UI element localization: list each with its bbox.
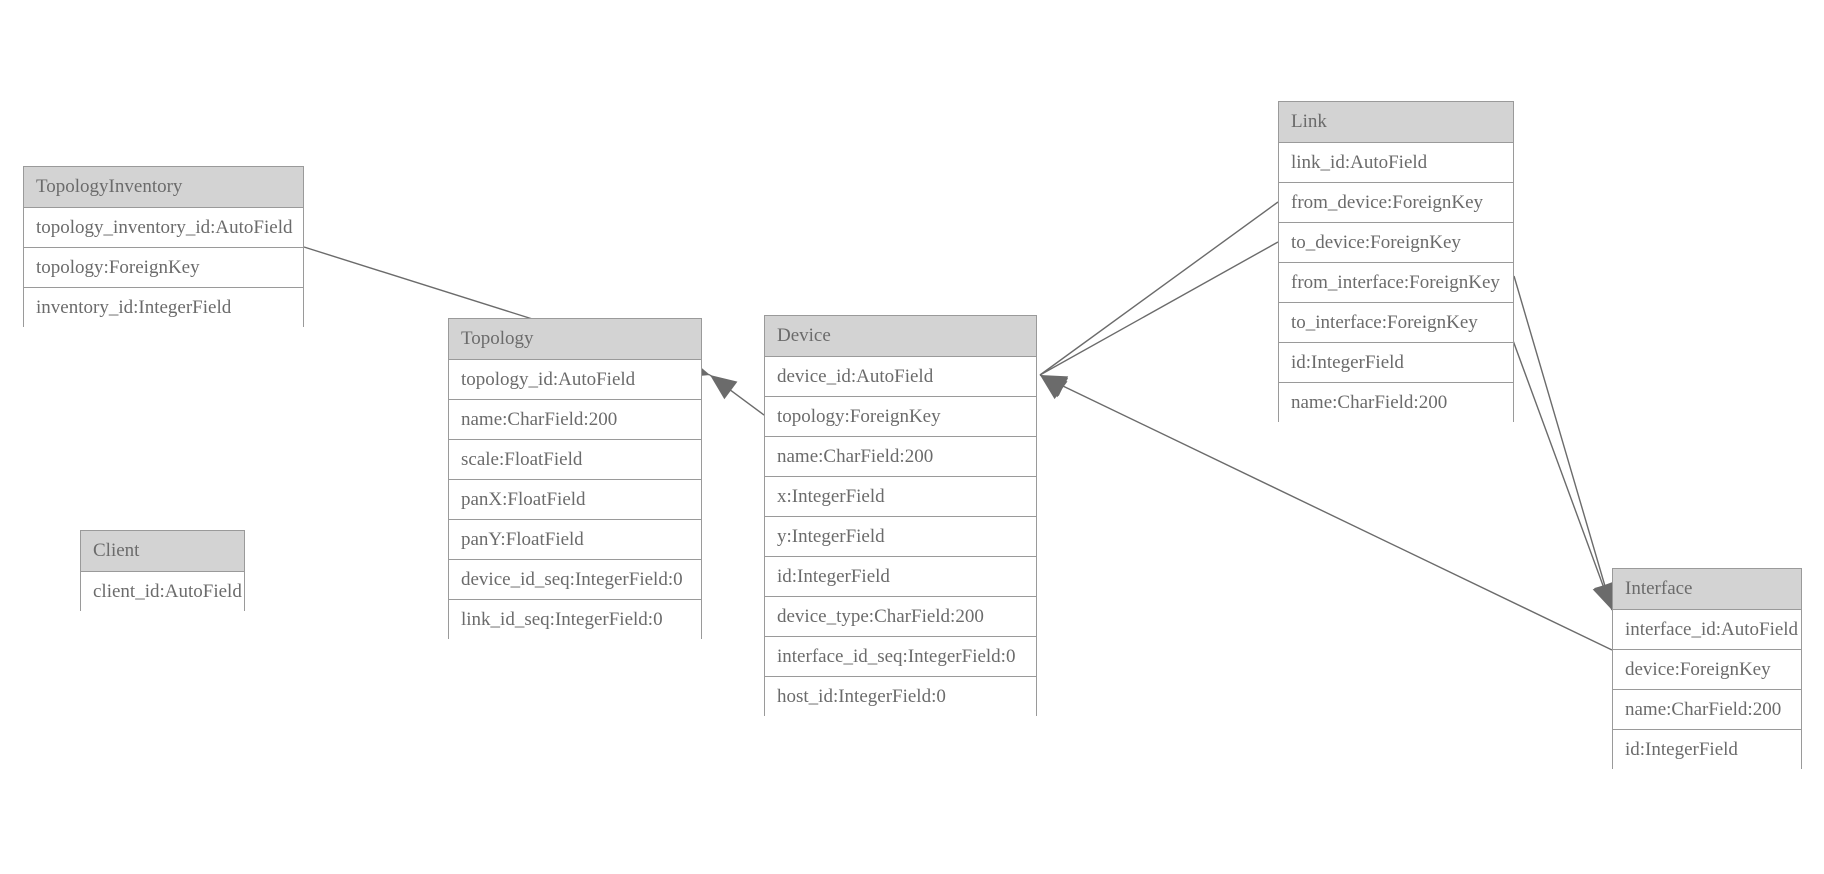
relationship-arrowhead [1040,375,1069,397]
entity-field: topology_id:AutoField [449,360,701,400]
relationship-line [1503,315,1613,611]
relationship-line [709,374,765,416]
relationship-arrowhead [1040,375,1069,398]
entity-field: topology:ForeignKey [24,248,303,288]
rel-device-topology [709,374,765,416]
entity-field: id:IntegerField [1279,343,1513,383]
entity-field: device_type:CharField:200 [765,597,1036,637]
entity-field: interface_id_seq:IntegerField:0 [765,637,1036,677]
entity-title-interface: Interface [1613,569,1801,610]
entity-title-topology: Topology [449,319,701,360]
entity-field: id:IntegerField [1613,730,1801,770]
relationship-line [1039,241,1279,376]
entity-title-link: Link [1279,102,1513,143]
entity-field: from_device:ForeignKey [1279,183,1513,223]
relationship-line [1039,201,1279,376]
entity-field: to_device:ForeignKey [1279,223,1513,263]
entity-field: client_id:AutoField [81,572,244,612]
entity-field: x:IntegerField [765,477,1036,517]
rel-link-to-device [1039,241,1279,398]
rel-link-to-interface [1503,315,1614,611]
entity-title-client: Client [81,531,244,572]
entity-field: panY:FloatField [449,520,701,560]
entity-title-device: Device [765,316,1036,357]
relationship-arrowhead [1040,375,1068,400]
entity-field: link_id:AutoField [1279,143,1513,183]
relationship-arrowhead [710,375,738,400]
entity-field: topology_inventory_id:AutoField [24,208,303,248]
entity-field: topology:ForeignKey [765,397,1036,437]
rel-link-from-interface [1513,275,1616,611]
entity-field: name:CharField:200 [1613,690,1801,730]
entity-field: device_id_seq:IntegerField:0 [449,560,701,600]
entity-field: link_id_seq:IntegerField:0 [449,600,701,640]
entity-title-topologyinventory: TopologyInventory [24,167,303,208]
entity-field: interface_id:AutoField [1613,610,1801,650]
entity-field: host_id:IntegerField:0 [765,677,1036,717]
entity-field: inventory_id:IntegerField [24,288,303,328]
entity-field: id:IntegerField [765,557,1036,597]
entity-field: panX:FloatField [449,480,701,520]
entity-field: name:CharField:200 [449,400,701,440]
entity-field: device:ForeignKey [1613,650,1801,690]
entity-field: from_interface:ForeignKey [1279,263,1513,303]
rel-link-from-device [1039,201,1279,400]
entity-field: scale:FloatField [449,440,701,480]
entity-field: device_id:AutoField [765,357,1036,397]
entity-field: y:IntegerField [765,517,1036,557]
entity-field: name:CharField:200 [1279,383,1513,423]
entity-field: to_interface:ForeignKey [1279,303,1513,343]
relationship-line [1513,275,1613,611]
entity-field: name:CharField:200 [765,437,1036,477]
